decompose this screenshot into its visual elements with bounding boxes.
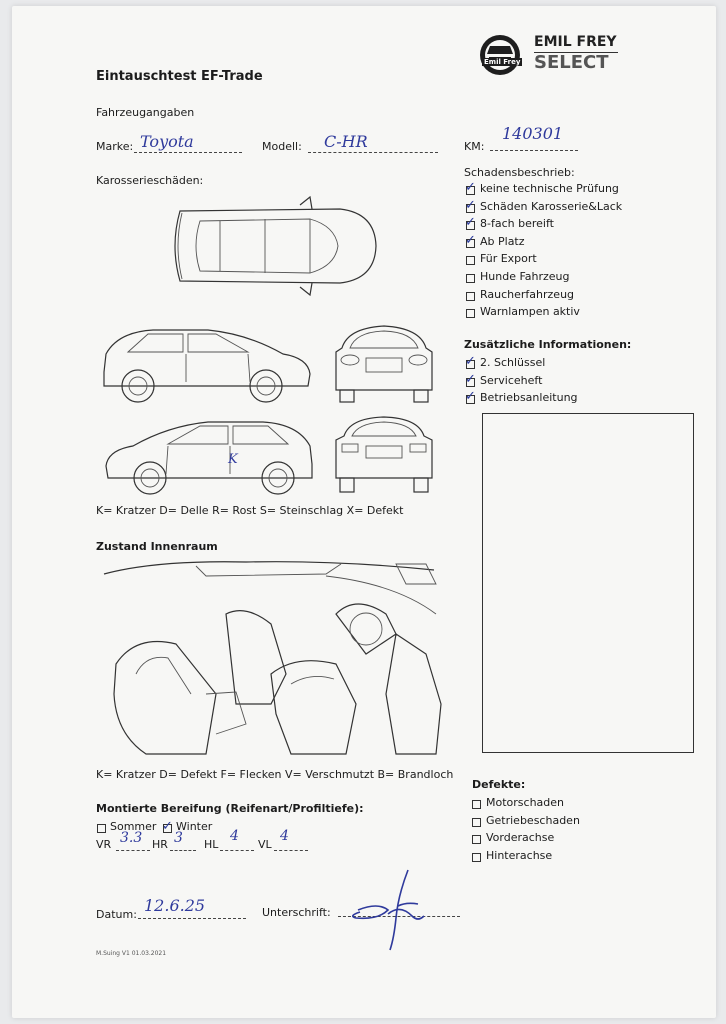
hl-field[interactable]: 4 bbox=[230, 828, 239, 844]
brand-field-line bbox=[134, 152, 242, 153]
damage-item-checkmark: ✓ bbox=[465, 232, 476, 248]
vl-field-line bbox=[274, 850, 308, 851]
damage-item-label: 8-fach bereift bbox=[480, 217, 554, 231]
defect-item-label: Motorschaden bbox=[486, 796, 564, 809]
hr-label: HR bbox=[152, 838, 168, 851]
hl-field-line bbox=[220, 850, 254, 851]
damage-item-checkmark: ✓ bbox=[465, 197, 476, 213]
hr-field-line bbox=[170, 850, 196, 851]
brand-field[interactable]: Toyota bbox=[140, 132, 194, 151]
additional-info-item-checkbox[interactable] bbox=[466, 360, 475, 369]
damage-item-checkbox[interactable] bbox=[466, 309, 475, 319]
body-damage-mark[interactable]: K bbox=[228, 452, 238, 467]
interior-label: Zustand Innenraum bbox=[96, 540, 218, 553]
car-left-side-diagram bbox=[103, 329, 311, 403]
defects-label: Defekte: bbox=[472, 778, 526, 791]
car-top-view-diagram bbox=[174, 195, 377, 297]
summer-label: Sommer bbox=[110, 820, 157, 833]
damage-item-checkbox[interactable] bbox=[466, 256, 475, 266]
hr-field[interactable]: 3 bbox=[174, 830, 183, 846]
brand-divider bbox=[534, 52, 618, 53]
defect-item-checkbox[interactable] bbox=[472, 800, 481, 809]
interior-diagram bbox=[103, 561, 442, 755]
version-text: M.Suing V1 01.03.2021 bbox=[96, 950, 167, 957]
car-right-side-diagram bbox=[105, 421, 313, 495]
km-label: KM: bbox=[464, 140, 485, 153]
signature-label: Unterschrift: bbox=[262, 906, 331, 919]
form-title: Eintauschtest EF-Trade bbox=[96, 69, 263, 84]
damage-item-label: keine technische Prüfung bbox=[480, 182, 619, 195]
hl-label: HL bbox=[204, 838, 219, 851]
additional-info-item-checkmark: ✓ bbox=[465, 371, 476, 387]
logo-text: Emil Frey bbox=[482, 58, 523, 66]
damage-item-checkmark: ✓ bbox=[465, 215, 476, 231]
damage-item-checkbox[interactable] bbox=[466, 274, 475, 283]
brand-label: Marke: bbox=[96, 140, 134, 153]
defect-item-label: Vorderachse bbox=[486, 831, 555, 845]
vl-label: VL bbox=[258, 838, 272, 851]
defect-item-checkbox[interactable] bbox=[472, 852, 481, 862]
body-damage-legend: K= Kratzer D= Delle R= Rost S= Steinschl… bbox=[96, 504, 404, 517]
vehicle-section-label: Fahrzeugangaben bbox=[96, 106, 195, 119]
vr-field[interactable]: 3.3 bbox=[120, 830, 143, 846]
damage-item-label: Hunde Fahrzeug bbox=[480, 270, 570, 283]
summer-checkbox[interactable] bbox=[97, 824, 106, 833]
tires-label: Montierte Bereifung (Reifenart/Profiltie… bbox=[96, 802, 364, 815]
additional-info-item-label: 2. Schlüssel bbox=[480, 356, 546, 369]
model-field[interactable]: C-HR bbox=[324, 132, 368, 151]
interior-legend: K= Kratzer D= Defekt F= Flecken V= Versc… bbox=[96, 768, 454, 781]
notes-box[interactable] bbox=[482, 413, 694, 753]
damage-item-checkbox[interactable] bbox=[466, 291, 475, 301]
defect-item-label: Hinterachse bbox=[486, 848, 553, 862]
car-rear-view-diagram bbox=[335, 416, 433, 493]
body-damage-label: Karosserieschäden: bbox=[96, 174, 204, 187]
damage-item-checkbox[interactable] bbox=[466, 238, 475, 248]
damage-description-label: Schadensbeschrieb: bbox=[464, 166, 575, 179]
model-label: Modell: bbox=[262, 140, 302, 153]
brand-line-2: SELECT bbox=[534, 52, 609, 73]
additional-info-item-label: Betriebsanleitung bbox=[480, 391, 578, 405]
emil-frey-logo-icon bbox=[480, 35, 520, 75]
date-field-line bbox=[138, 918, 246, 919]
damage-item-checkmark: ✓ bbox=[465, 180, 476, 195]
damage-item-checkbox[interactable] bbox=[466, 186, 475, 195]
vr-field-line bbox=[116, 850, 150, 851]
additional-info-label: Zusätzliche Informationen: bbox=[464, 338, 632, 351]
damage-item-checkbox[interactable] bbox=[466, 203, 475, 213]
damage-item-label: Ab Platz bbox=[480, 234, 525, 248]
vr-label: VR bbox=[96, 838, 112, 851]
winter-checkbox[interactable] bbox=[163, 824, 172, 833]
defect-item-checkbox[interactable] bbox=[472, 835, 481, 845]
additional-info-item-checkbox[interactable] bbox=[466, 395, 475, 405]
damage-item-label: Warnlampen aktiv bbox=[480, 305, 580, 319]
winter-checkmark: ✓ bbox=[162, 819, 173, 834]
damage-item-label: Raucherfahrzeug bbox=[480, 287, 575, 301]
damage-item-label: Für Export bbox=[480, 252, 537, 266]
date-field[interactable]: 12.6.25 bbox=[144, 896, 206, 915]
vl-field[interactable]: 4 bbox=[280, 828, 289, 844]
date-label: Datum: bbox=[96, 908, 137, 921]
defect-item-label: Getriebeschaden bbox=[486, 813, 580, 827]
brand-line-1: EMIL FREY bbox=[534, 34, 617, 50]
car-front-view-diagram bbox=[335, 325, 433, 403]
additional-info-item-checkmark: ✓ bbox=[465, 389, 476, 405]
signature-line bbox=[338, 916, 460, 917]
km-field[interactable]: 140301 bbox=[502, 124, 564, 143]
winter-label: Winter bbox=[176, 820, 213, 833]
defect-item-checkbox[interactable] bbox=[472, 817, 481, 827]
additional-info-item-checkmark: ✓ bbox=[465, 354, 476, 369]
signature-drawing[interactable] bbox=[338, 866, 438, 952]
form-sheet: Emil Frey EMIL FREY SELECT Eintauschtest… bbox=[12, 6, 716, 1018]
additional-info-item-label: Serviceheft bbox=[480, 373, 543, 387]
km-field-line bbox=[490, 150, 578, 151]
additional-info-item-checkbox[interactable] bbox=[466, 377, 475, 387]
damage-item-label: Schäden Karosserie&Lack bbox=[480, 199, 623, 213]
model-field-line bbox=[308, 152, 438, 153]
damage-item-checkbox[interactable] bbox=[466, 221, 475, 231]
